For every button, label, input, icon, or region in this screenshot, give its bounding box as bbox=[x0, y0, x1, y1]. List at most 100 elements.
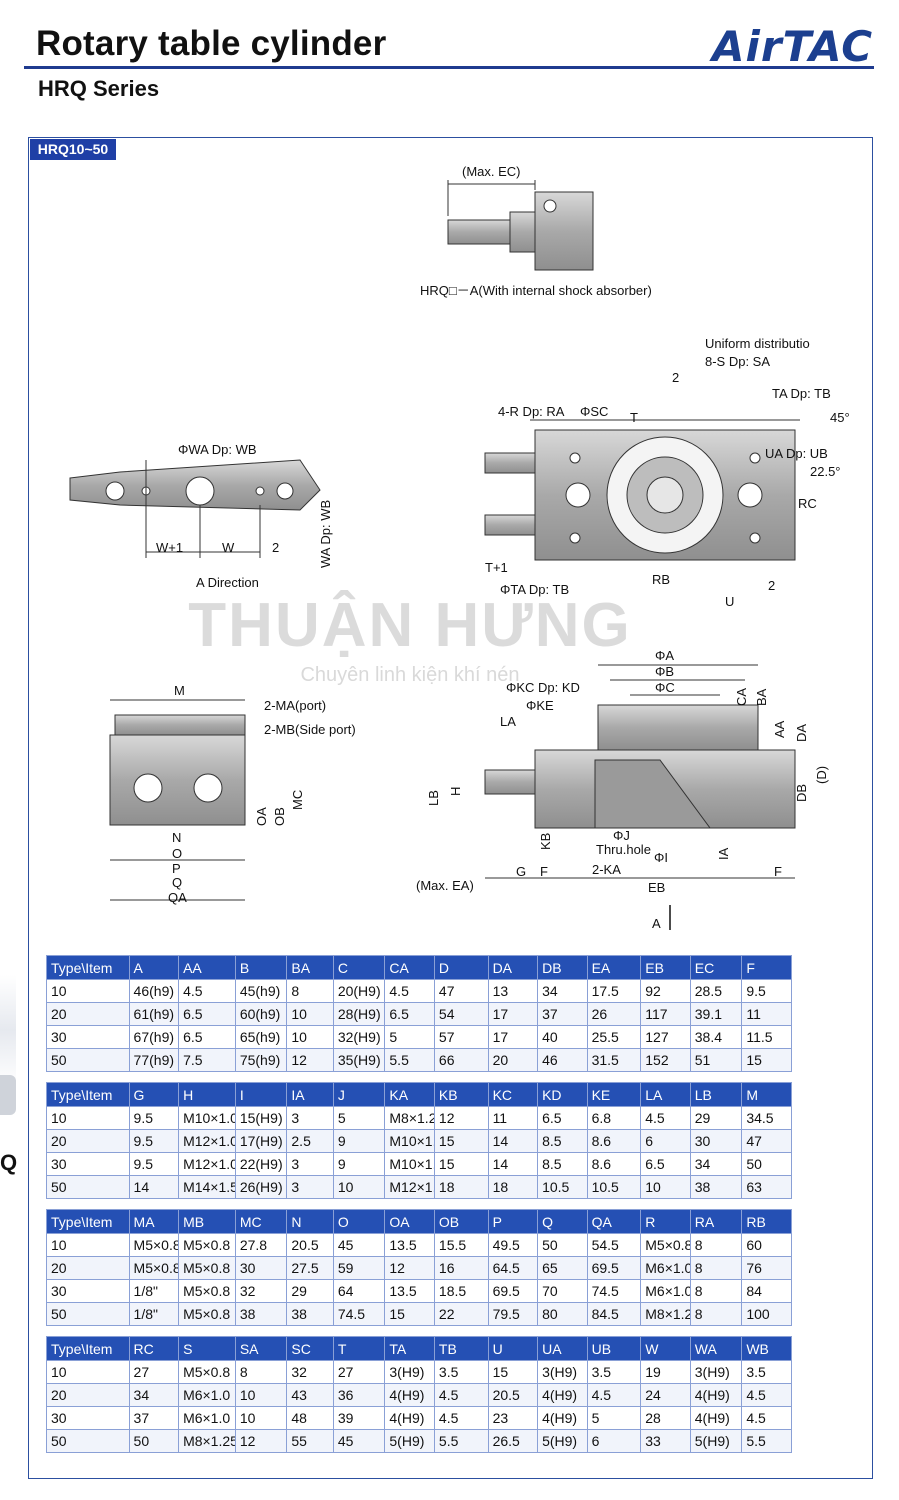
table-cell: 9.5 bbox=[741, 979, 792, 1003]
table-cell: 45 bbox=[332, 1233, 386, 1257]
label-4-r: 4-R Dp: RA bbox=[498, 404, 565, 419]
label-j: ΦJ bbox=[613, 828, 630, 843]
table-cell: 152 bbox=[640, 1048, 691, 1072]
table-cell: M5×0.8 bbox=[178, 1279, 236, 1303]
table-cell: 20.5 bbox=[286, 1233, 334, 1257]
table-cell: 4.5 bbox=[433, 1406, 489, 1430]
table-cell: M10×1.5 bbox=[384, 1129, 435, 1153]
table-cell: M8×1.25 bbox=[640, 1302, 691, 1326]
table-cell: 35(H9) bbox=[332, 1048, 386, 1072]
table-cell: 30 bbox=[234, 1256, 288, 1280]
column-header: EC bbox=[689, 955, 743, 980]
column-header: O bbox=[332, 1209, 386, 1234]
table-cell: 14 bbox=[128, 1175, 180, 1199]
table-cell: 6 bbox=[586, 1429, 642, 1453]
column-header: SC bbox=[286, 1336, 334, 1361]
table-cell: 59 bbox=[332, 1256, 386, 1280]
table-cell: 14 bbox=[487, 1152, 539, 1176]
table-cell: 8.5 bbox=[537, 1152, 588, 1176]
column-header: W bbox=[640, 1336, 691, 1361]
column-header: KD bbox=[537, 1082, 588, 1107]
table-cell: 47 bbox=[741, 1129, 792, 1153]
table-cell: 43 bbox=[286, 1383, 334, 1407]
column-header: EA bbox=[586, 955, 642, 980]
column-header: D bbox=[433, 955, 489, 980]
table-cell: 19 bbox=[640, 1360, 691, 1384]
table-cell: 38 bbox=[286, 1302, 334, 1326]
table-cell: 60 bbox=[741, 1233, 792, 1257]
table-cell: M6×1.0 bbox=[178, 1383, 236, 1407]
section-tag: HRQ10~50 bbox=[30, 139, 116, 160]
table-cell: 28 bbox=[640, 1406, 691, 1430]
label-ua-ub: UA Dp: UB bbox=[765, 446, 828, 461]
column-header: R bbox=[640, 1209, 691, 1234]
table-cell: 17 bbox=[487, 1025, 539, 1049]
table-cell: 84 bbox=[741, 1279, 792, 1303]
label-45: 45° bbox=[830, 410, 850, 425]
label-ke: ΦKE bbox=[526, 698, 554, 713]
table-row: 109.5M10×1.015(H9)35M8×1.2512116.56.84.5… bbox=[46, 1106, 792, 1130]
column-header: UB bbox=[586, 1336, 642, 1361]
table-cell: 4.5 bbox=[741, 1383, 792, 1407]
table-cell: 50 bbox=[741, 1152, 792, 1176]
table-cell: 13 bbox=[487, 979, 539, 1003]
watermark-subtext: Chuyên linh kiện khí nén bbox=[300, 664, 520, 686]
table-cell: 32 bbox=[234, 1279, 288, 1303]
label-2-b: 2 bbox=[272, 540, 279, 555]
column-header: OA bbox=[384, 1209, 435, 1234]
drawing-frame bbox=[28, 137, 873, 1479]
table-cell: 10 bbox=[46, 1233, 130, 1257]
table-cell: 37 bbox=[537, 1002, 588, 1026]
column-header: MB bbox=[178, 1209, 236, 1234]
table-cell: 4(H9) bbox=[689, 1406, 743, 1430]
label-mc: MC bbox=[290, 790, 305, 810]
shock-absorber-view bbox=[447, 180, 594, 271]
table-cell: 8 bbox=[234, 1360, 288, 1384]
table-cell: 1/8" bbox=[128, 1279, 180, 1303]
watermark-text: THUẬN HƯNG bbox=[188, 591, 632, 660]
table-cell: 30 bbox=[46, 1279, 130, 1303]
table-cell: 20.5 bbox=[487, 1383, 539, 1407]
column-header: A bbox=[128, 955, 180, 980]
label-22-5: 22.5° bbox=[810, 464, 841, 479]
table-cell: 50 bbox=[46, 1048, 130, 1072]
column-header: LA bbox=[640, 1082, 691, 1107]
table-cell: 66 bbox=[433, 1048, 489, 1072]
table-cell: 8 bbox=[689, 1279, 743, 1303]
table-cell: 15 bbox=[487, 1360, 539, 1384]
table-cell: 3 bbox=[286, 1106, 334, 1130]
label-ta-tb-a: TA Dp: TB bbox=[772, 386, 831, 401]
column-header: MA bbox=[128, 1209, 180, 1234]
column-header: Q bbox=[537, 1209, 588, 1234]
table-cell: 117 bbox=[640, 1002, 691, 1026]
table-cell: 20 bbox=[46, 1002, 130, 1026]
table-cell: 10 bbox=[286, 1025, 334, 1049]
table-cell: 4(H9) bbox=[384, 1383, 435, 1407]
table-cell: 6.5 bbox=[640, 1152, 691, 1176]
table-cell: 10 bbox=[286, 1002, 334, 1026]
label-kb: KB bbox=[538, 833, 553, 850]
table-cell: 3 bbox=[286, 1152, 334, 1176]
column-header: Type\Item bbox=[46, 955, 130, 980]
label-i: ΦI bbox=[654, 850, 668, 865]
column-header: M bbox=[741, 1082, 792, 1107]
column-header: SA bbox=[234, 1336, 288, 1361]
label-2-mb: 2-MB(Side port) bbox=[264, 722, 356, 737]
table-cell: 15 bbox=[741, 1048, 792, 1072]
table-cell: 67(h9) bbox=[128, 1025, 180, 1049]
table-cell: 12 bbox=[234, 1429, 288, 1453]
table-cell: 45(h9) bbox=[234, 979, 288, 1003]
label-eb: EB bbox=[648, 880, 665, 895]
table-cell: 34 bbox=[689, 1152, 743, 1176]
table-cell: 8 bbox=[286, 979, 334, 1003]
label-t-plus-1: T+1 bbox=[485, 560, 508, 575]
table-cell: 3.5 bbox=[586, 1360, 642, 1384]
label-max-ec: (Max. EC) bbox=[462, 164, 521, 179]
